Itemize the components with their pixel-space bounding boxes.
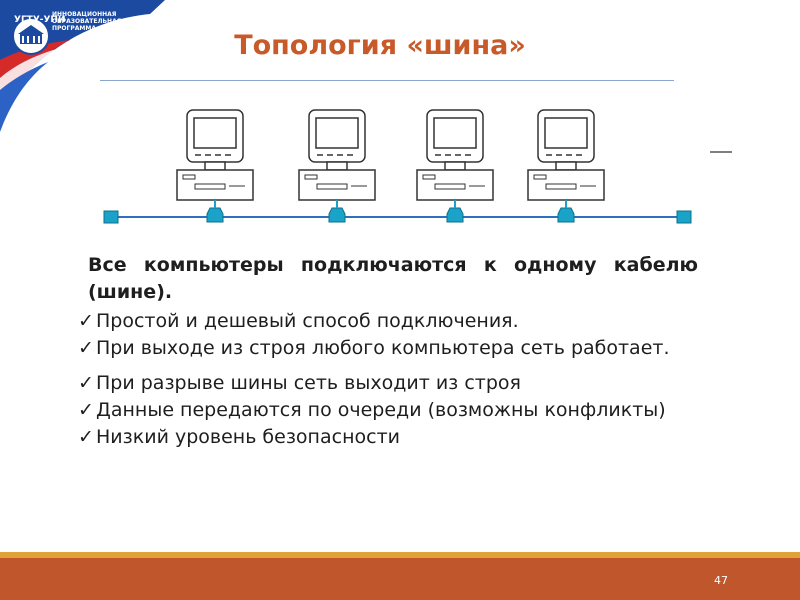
page-number: 47 — [714, 574, 728, 587]
logo-emblem-text: УГТУ-УПИ — [14, 15, 66, 25]
check-icon: ✓ — [78, 426, 94, 448]
footer-stripe — [0, 552, 800, 558]
computer-icon-4 — [527, 109, 605, 223]
intro-text: Все компьютеры подключаются к одному каб… — [88, 254, 698, 303]
check-icon: ✓ — [78, 310, 94, 332]
bus-terminator-left — [103, 210, 119, 224]
bullet-text-4: Данные передаются по очереди (возможны к… — [96, 399, 666, 421]
bus-terminator-right — [676, 210, 692, 224]
check-icon: ✓ — [78, 399, 94, 421]
slide-body: Все компьютеры подключаются к одному каб… — [78, 252, 698, 451]
bullet-text-2: При выходе из строя любого компьютера се… — [96, 337, 670, 359]
title-underline — [100, 80, 674, 81]
logo-area: УГТУ-УПИ ИННОВАЦИОННАЯ ОБРАЗОВАТЕЛЬНАЯ П… — [0, 0, 170, 140]
logo-caption-2: ОБРАЗОВАТЕЛЬНАЯ — [52, 18, 122, 25]
check-icon: ✓ — [78, 337, 94, 359]
computer-icon-1 — [176, 109, 254, 223]
corner-swoosh-blue-tail — [0, 62, 48, 132]
bullet-item-3: ✓ При разрыве шины сеть выходит из строя — [78, 370, 698, 397]
bullet-text-5: Низкий уровень безопасности — [96, 426, 400, 448]
computer-icon-2 — [298, 109, 376, 223]
bullet-item-2: ✓ При выходе из строя любого компьютера … — [78, 335, 698, 362]
side-dash — [710, 151, 732, 153]
check-icon: ✓ — [78, 372, 94, 394]
university-emblem-icon — [12, 17, 50, 55]
logo-caption-3: ПРОГРАММА — [52, 25, 96, 32]
bullet-item-5: ✓ Низкий уровень безопасности — [78, 424, 698, 451]
bullet-item-4: ✓ Данные передаются по очереди (возможны… — [78, 397, 698, 424]
bullet-item-1: ✓ Простой и дешевый способ подключения. — [78, 308, 698, 335]
logo-caption-1: ИННОВАЦИОННАЯ — [52, 11, 117, 18]
bus-topology-diagram — [100, 104, 700, 232]
slide-title: Топология «шина» — [234, 30, 526, 61]
computer-icon-3 — [416, 109, 494, 223]
bullet-text-3: При разрыве шины сеть выходит из строя — [96, 372, 521, 394]
bullet-text-1: Простой и дешевый способ подключения. — [96, 310, 519, 332]
corner-swoosh-red — [0, 40, 70, 115]
footer-bar: 47 — [0, 558, 800, 600]
